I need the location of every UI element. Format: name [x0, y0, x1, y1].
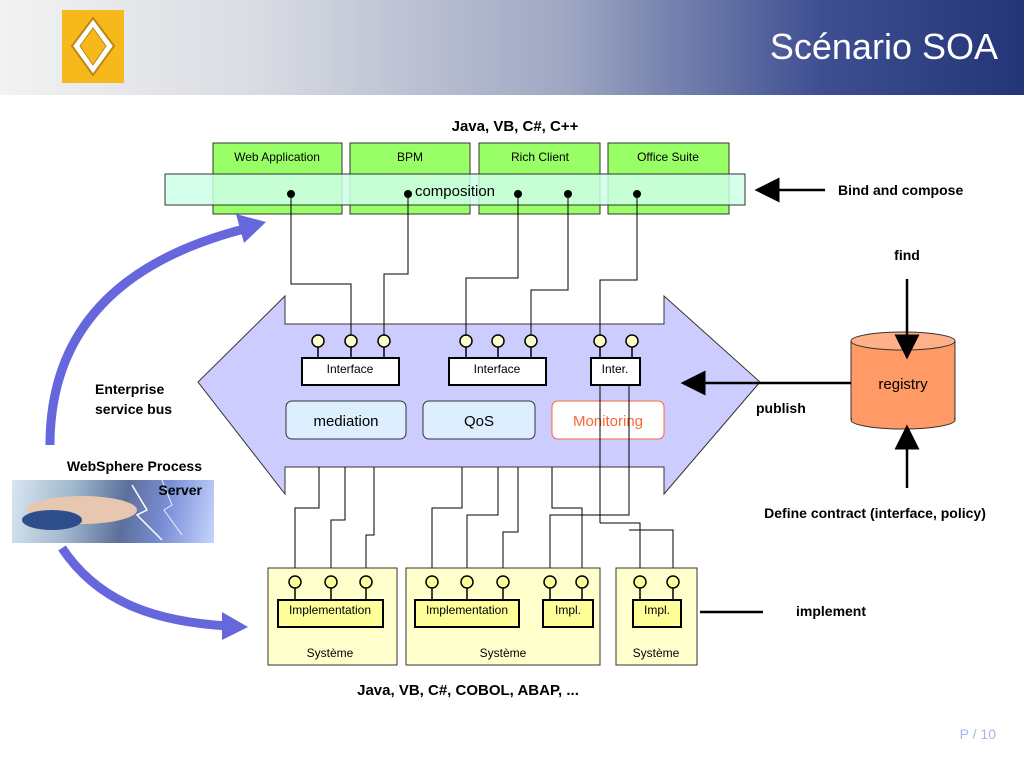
app-label-web-application: Web Application [234, 150, 320, 164]
system-label-3: Système [633, 646, 680, 660]
bottom-languages-label: Java, VB, C#, COBOL, ABAP, ... [357, 682, 579, 699]
impl-box-2 [414, 599, 520, 628]
bus-vertical-lines [599, 385, 630, 523]
qos-label: QoS [464, 413, 494, 430]
monitoring-label: Monitoring [573, 413, 643, 430]
top-languages-label: Java, VB, C#, C++ [452, 118, 579, 135]
mediation-box [285, 400, 407, 440]
slide-header: Scénario SOA [0, 0, 1024, 95]
system-label-2: Système [480, 646, 527, 660]
connector-dots [287, 190, 641, 198]
page-number: P / 10 [959, 726, 996, 742]
impl-box-3 [542, 599, 594, 628]
impl-label-2: Implementation [426, 603, 508, 617]
curved-arrow-down [58, 545, 229, 631]
qos-box [422, 400, 536, 440]
find-label: find [894, 247, 920, 263]
bus-lollipops [311, 334, 639, 358]
implement-label: implement [796, 603, 866, 619]
bus-interface-box-2 [448, 357, 547, 386]
bus-interface-label-1: Interface [327, 362, 374, 376]
composition-bar [164, 173, 746, 206]
enterprise-bus-arrow [197, 294, 761, 496]
bus-interface-box-3 [590, 357, 641, 386]
bus-interface-label-2: Interface [474, 362, 521, 376]
define-contract-label: Define contract (interface, policy) [764, 505, 986, 521]
monitoring-box [551, 400, 665, 440]
mediation-label: mediation [313, 413, 378, 430]
publish-label: publish [756, 400, 806, 416]
websphere-label-line1: WebSphere Process [67, 458, 202, 474]
page-title: Scénario SOA [769, 26, 998, 67]
system-lollipops [288, 575, 680, 600]
registry-label: registry [878, 376, 928, 393]
system-label-1: Système [307, 646, 354, 660]
bus-interface-box-1 [301, 357, 400, 386]
impl-box-1 [277, 599, 384, 628]
esb-label-line1: Enterprise [95, 381, 164, 397]
renault-logo-icon [62, 10, 124, 83]
bus-interface-label-3: Inter. [602, 362, 629, 376]
curved-arrow-down-head [222, 612, 248, 640]
esb-label-line2: service bus [95, 401, 172, 417]
app-label-rich-client: Rich Client [511, 150, 570, 164]
bind-compose-label: Bind and compose [838, 182, 963, 198]
websphere-photo [12, 480, 214, 543]
top-connectors [290, 194, 638, 338]
impl-box-4 [632, 599, 682, 628]
impl-label-1: Implementation [289, 603, 371, 617]
impl-label-4: Impl. [644, 603, 670, 617]
app-label-office-suite: Office Suite [637, 150, 699, 164]
app-label-bpm: BPM [397, 150, 423, 164]
bottom-connectors [294, 467, 674, 576]
curved-arrow-up [45, 223, 250, 446]
composition-label: composition [415, 183, 495, 200]
curved-arrow-up-head [236, 214, 266, 243]
websphere-label-line2: Server [158, 482, 202, 498]
impl-label-3: Impl. [555, 603, 581, 617]
